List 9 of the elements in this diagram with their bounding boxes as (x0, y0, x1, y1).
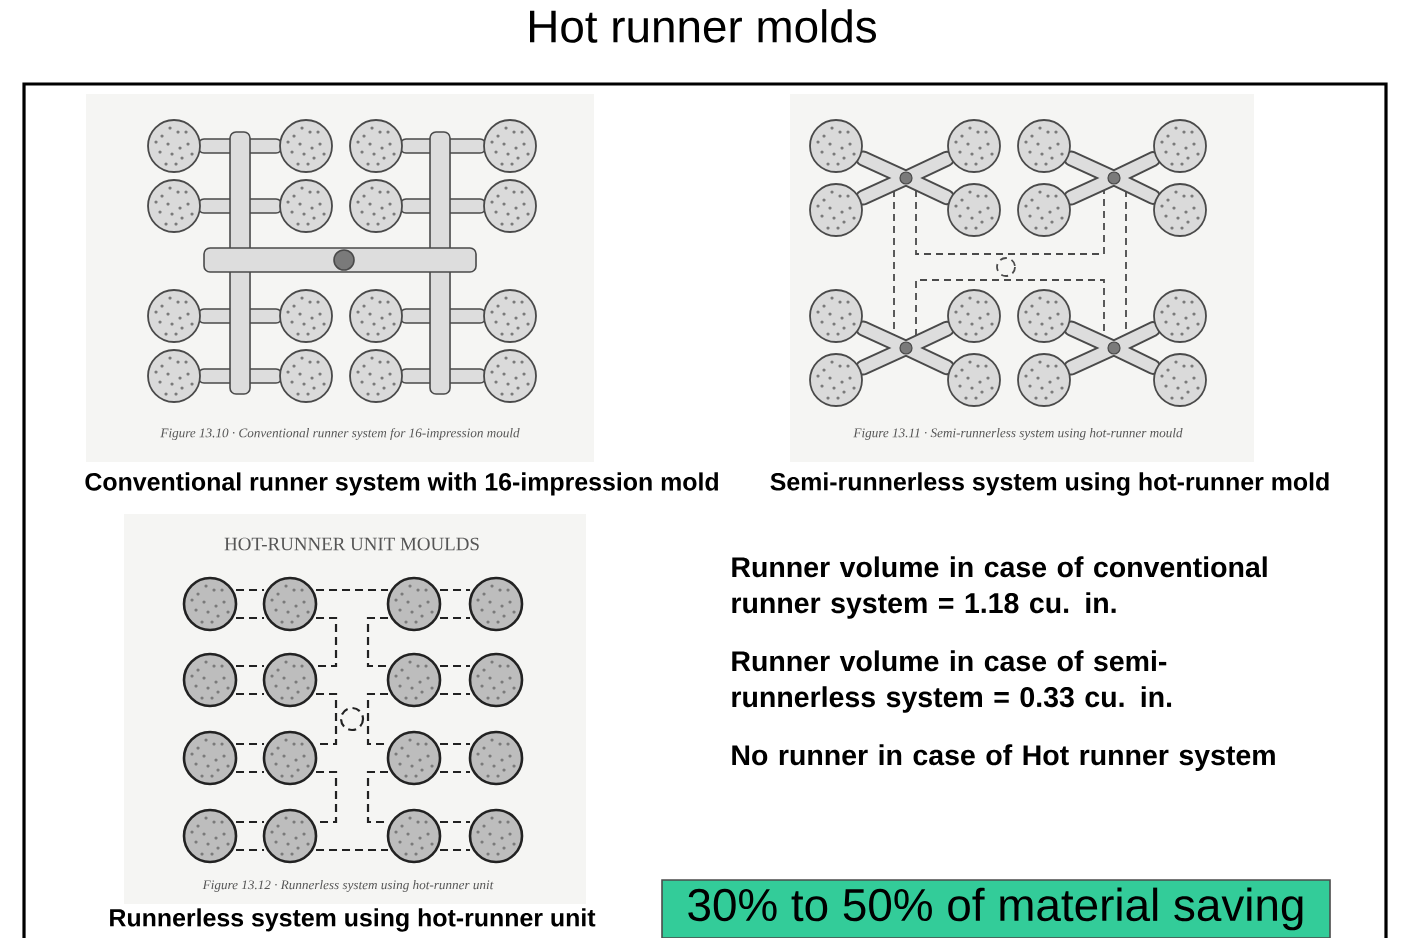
figure-label: Semi-runnerless system using hot-runner mold (770, 472, 1329, 496)
note-text: Runner volume in case of semi-runnerless system = 0.33 cu. in. (732, 650, 1172, 713)
note-text: No runner in case of Hot runner system (732, 744, 1275, 771)
figure-label: Runnerless system using hot-runner unit (110, 908, 596, 932)
highlight-box: 30% to 50% of material saving (661, 879, 1331, 938)
note-text: Runner volume in case of conventional runner system = 1.18 cu. in. (732, 556, 1267, 619)
figure-heading: HOT-RUNNER UNIT MOULDS (224, 537, 479, 551)
title: Hot runner molds (530, 9, 876, 43)
figure-label: Conventional runner system with 16-impression mold (85, 472, 718, 496)
